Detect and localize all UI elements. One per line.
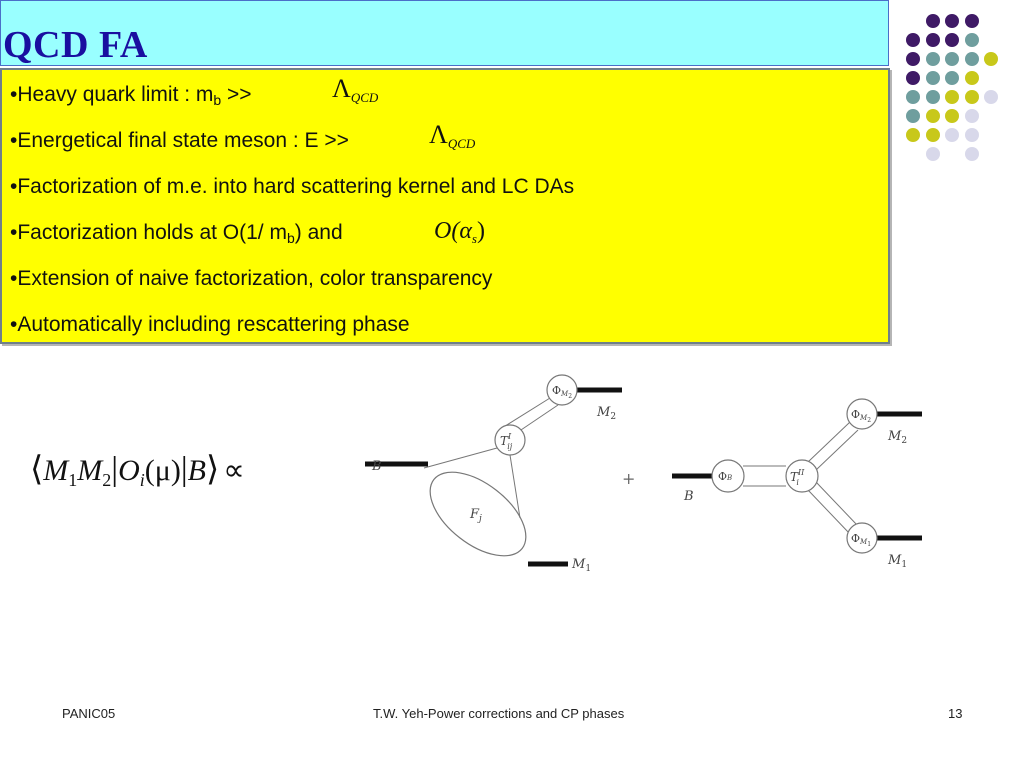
svg-text:M2: M2 (887, 429, 907, 446)
meson-da-m2-right (846, 398, 878, 430)
slide-title: QCD FA (3, 24, 148, 66)
decorative-dot (984, 52, 998, 66)
decorative-dot (925, 52, 940, 66)
decorative-dot (925, 71, 940, 85)
decorative-dot (906, 52, 920, 66)
footer-conference: PANIC05 (62, 706, 116, 721)
decorative-dot (945, 71, 959, 85)
bullet-box: •Heavy quark limit : mb >> •Energetical … (0, 68, 890, 344)
bullet-rescattering-phase: •Automatically including rescattering ph… (10, 313, 410, 336)
decorative-dot (925, 14, 940, 28)
svg-text:ΦM2: ΦM2 (552, 384, 572, 400)
decorative-dot (906, 33, 920, 47)
meson-da-m1-right (846, 522, 878, 554)
hard-kernel-t2 (785, 459, 819, 493)
footer-author-title: T.W. Yeh-Power corrections and CP phases (373, 706, 625, 721)
lambda-qcd-2: ΛQCD (429, 120, 476, 151)
hard-kernel-t1 (494, 424, 526, 456)
footer-page-number: 13 (948, 706, 963, 721)
decorative-dot (925, 147, 940, 161)
decorative-dot (964, 147, 979, 161)
decorative-dot (945, 109, 959, 123)
svg-text:ΦM2: ΦM2 (851, 408, 871, 424)
svg-text:B: B (683, 489, 694, 504)
decorative-dot (964, 33, 979, 47)
decorative-dot (964, 128, 979, 142)
decorative-dot (945, 90, 959, 104)
bullet-naive-factorization: •Extension of naive factorization, color… (10, 267, 493, 290)
title-bar: QCD FA (0, 0, 889, 66)
lambda-qcd-1: ΛQCD (332, 74, 379, 105)
decorative-dot (906, 109, 920, 123)
decorative-dot-grid (906, 14, 1016, 164)
decorative-dot (984, 90, 998, 104)
svg-text:+: + (622, 469, 635, 488)
svg-text:ΦB: ΦB (718, 470, 732, 483)
decorative-dot (945, 128, 959, 142)
decorative-dot (906, 128, 920, 142)
decorative-dot (906, 90, 920, 104)
svg-text:B: B (371, 459, 382, 474)
svg-text:M2: M2 (596, 405, 616, 422)
decorative-dot (945, 52, 959, 66)
decorative-dot (906, 71, 920, 85)
decorative-dot (945, 33, 959, 47)
decorative-dot (925, 128, 940, 142)
decorative-dot (925, 33, 940, 47)
matrix-element-formula: ⟨M1M2|Oi(μ)|B⟩∝ (30, 451, 245, 490)
decorative-dot (964, 52, 979, 66)
alpha-s-order: O(αs) (434, 218, 485, 246)
meson-da-m2-left (546, 374, 578, 406)
decorative-dot (964, 90, 979, 104)
svg-text:Fj: Fj (469, 507, 482, 524)
bullet-heavy-quark: •Heavy quark limit : mb >> (10, 83, 252, 108)
bullet-energetic-meson: •Energetical final state meson : E >> (10, 129, 349, 152)
decorative-dot (925, 90, 940, 104)
svg-text:M1: M1 (571, 557, 591, 574)
meson-da-b (711, 459, 745, 493)
decorative-dot (945, 14, 959, 28)
form-factor-ellipse (429, 471, 527, 557)
svg-text:ΦM1: ΦM1 (851, 532, 871, 548)
svg-text:M1: M1 (887, 553, 907, 570)
bullet-factorization-kernel: •Factorization of m.e. into hard scatter… (10, 175, 575, 198)
bullet-factorization-order: •Factorization holds at O(1/ mb) and (10, 221, 343, 246)
decorative-dot (964, 109, 979, 123)
decorative-dot (925, 109, 940, 123)
decorative-dot (964, 71, 979, 85)
decorative-dot (964, 14, 979, 28)
